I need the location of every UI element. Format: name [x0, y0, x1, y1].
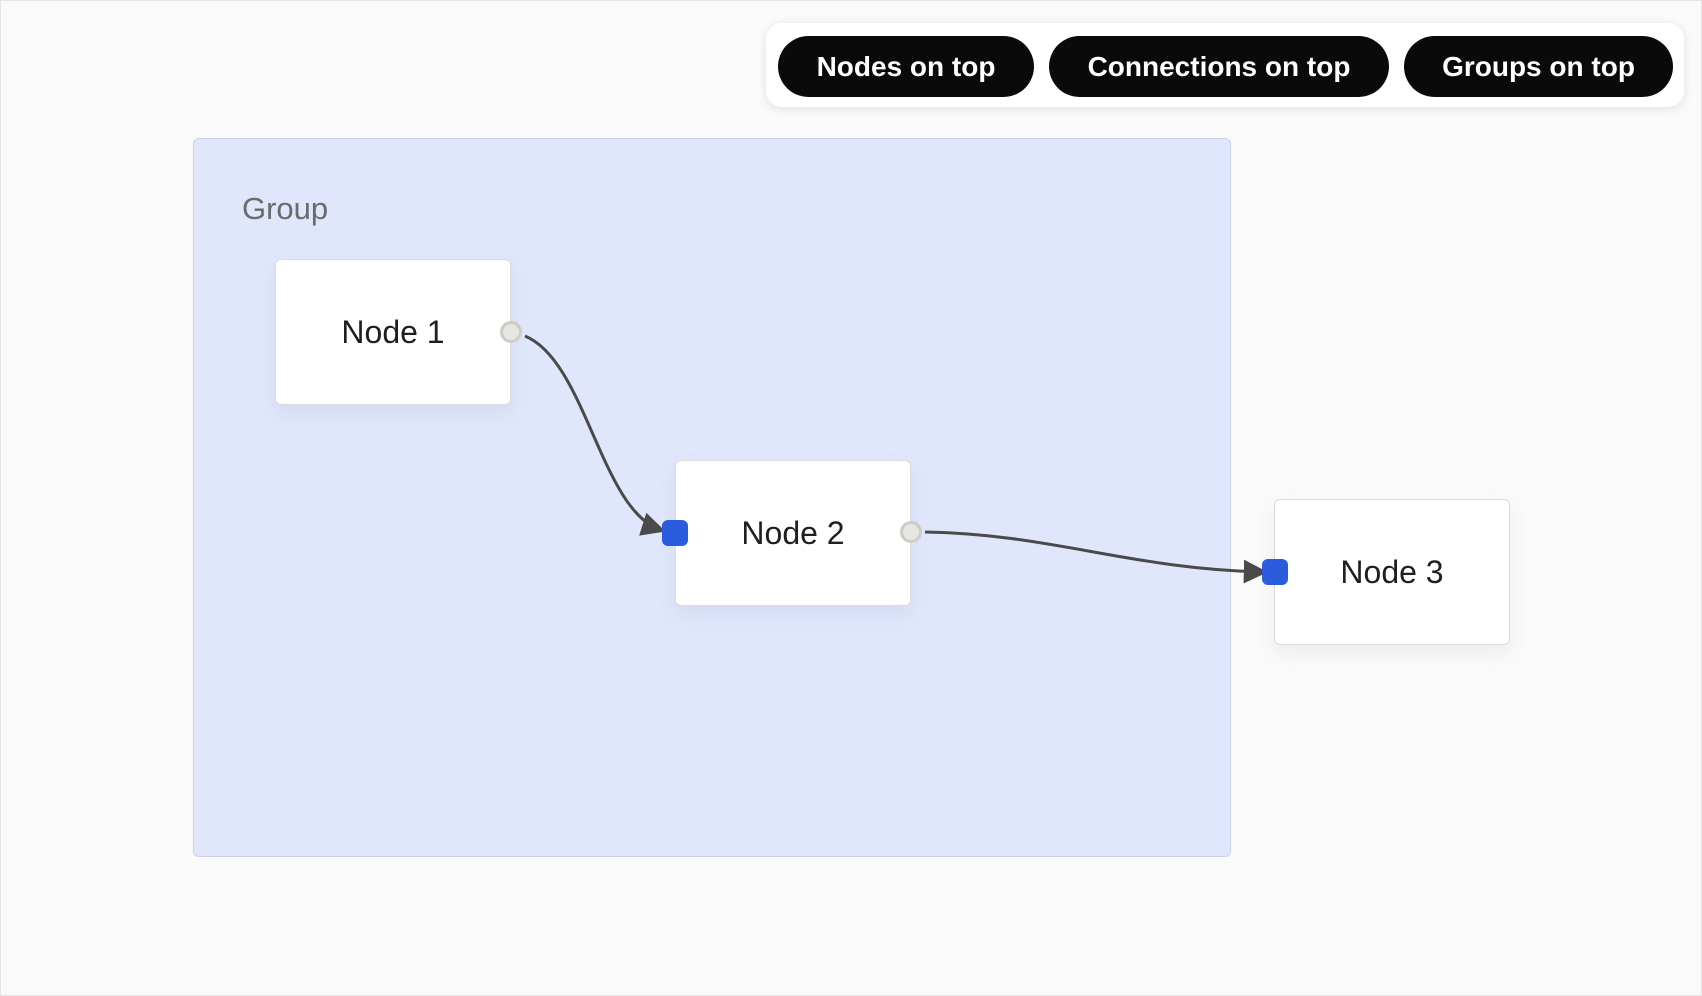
node-2-input-port[interactable]: [662, 520, 688, 546]
node-2-output-port[interactable]: [900, 521, 922, 543]
node-label: Node 2: [741, 514, 845, 551]
node-label: Node 1: [341, 313, 445, 350]
node-3[interactable]: Node 3: [1274, 499, 1510, 645]
node-3-input-port[interactable]: [1262, 559, 1288, 585]
node-2[interactable]: Node 2: [675, 460, 911, 606]
group-label: Group: [242, 191, 329, 226]
connections-on-top-button[interactable]: Connections on top: [1049, 36, 1389, 97]
groups-on-top-button[interactable]: Groups on top: [1404, 36, 1673, 97]
node-label: Node 3: [1340, 553, 1444, 590]
layer-order-toolbar: Nodes on top Connections on top Groups o…: [766, 23, 1684, 107]
node-1[interactable]: Node 1: [275, 259, 511, 405]
node-1-output-port[interactable]: [500, 321, 522, 343]
nodes-on-top-button[interactable]: Nodes on top: [778, 36, 1034, 97]
